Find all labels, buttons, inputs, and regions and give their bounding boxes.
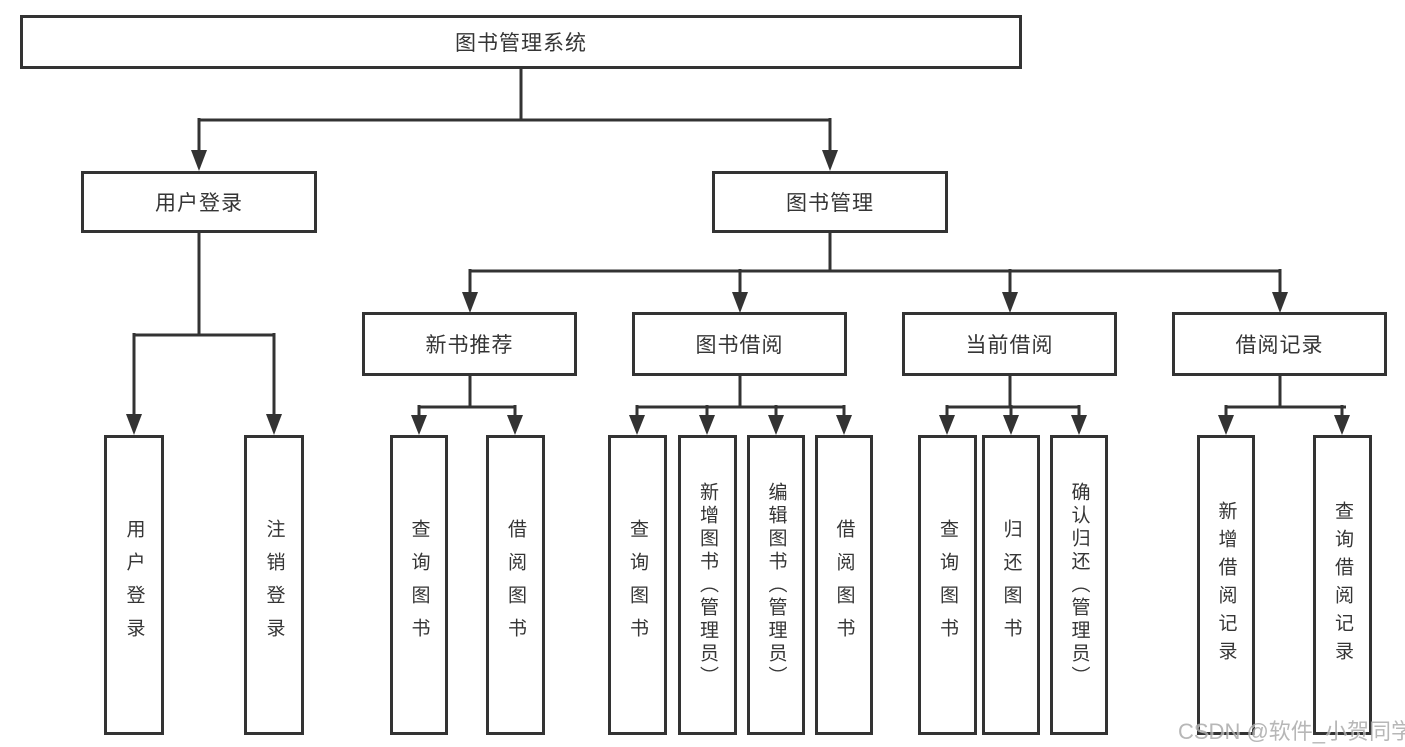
leaf-return-book: 归还图书 [982, 435, 1040, 735]
leaf-query-books-recommend: 查询图书 [390, 435, 448, 735]
arrowheads [126, 150, 1350, 435]
node-library-system: 图书管理系统 [20, 15, 1022, 69]
node-borrow-records: 借阅记录 [1172, 312, 1387, 376]
leaf-add-book-admin: 新增图书（管理员） [678, 435, 737, 735]
leaf-borrow-books-recommend: 借阅图书 [486, 435, 545, 735]
csdn-watermark: CSDN @软件_小贺同学 [1178, 719, 1405, 744]
leaf-query-books-current: 查询图书 [918, 435, 977, 735]
node-book-management: 图书管理 [712, 171, 948, 233]
node-book-borrow: 图书借阅 [632, 312, 847, 376]
node-new-book-recommend: 新书推荐 [362, 312, 577, 376]
leaf-query-borrow-record: 查询借阅记录 [1313, 435, 1372, 735]
leaf-confirm-return-admin: 确认归还（管理员） [1050, 435, 1108, 735]
node-current-borrow: 当前借阅 [902, 312, 1117, 376]
leaf-edit-book-admin: 编辑图书（管理员） [747, 435, 805, 735]
node-user-login: 用户登录 [81, 171, 317, 233]
leaf-borrow-books: 借阅图书 [815, 435, 873, 735]
leaf-logout: 注销登录 [244, 435, 304, 735]
leaf-user-login: 用户登录 [104, 435, 164, 735]
leaf-add-borrow-record: 新增借阅记录 [1197, 435, 1255, 735]
leaf-query-books-borrow: 查询图书 [608, 435, 667, 735]
